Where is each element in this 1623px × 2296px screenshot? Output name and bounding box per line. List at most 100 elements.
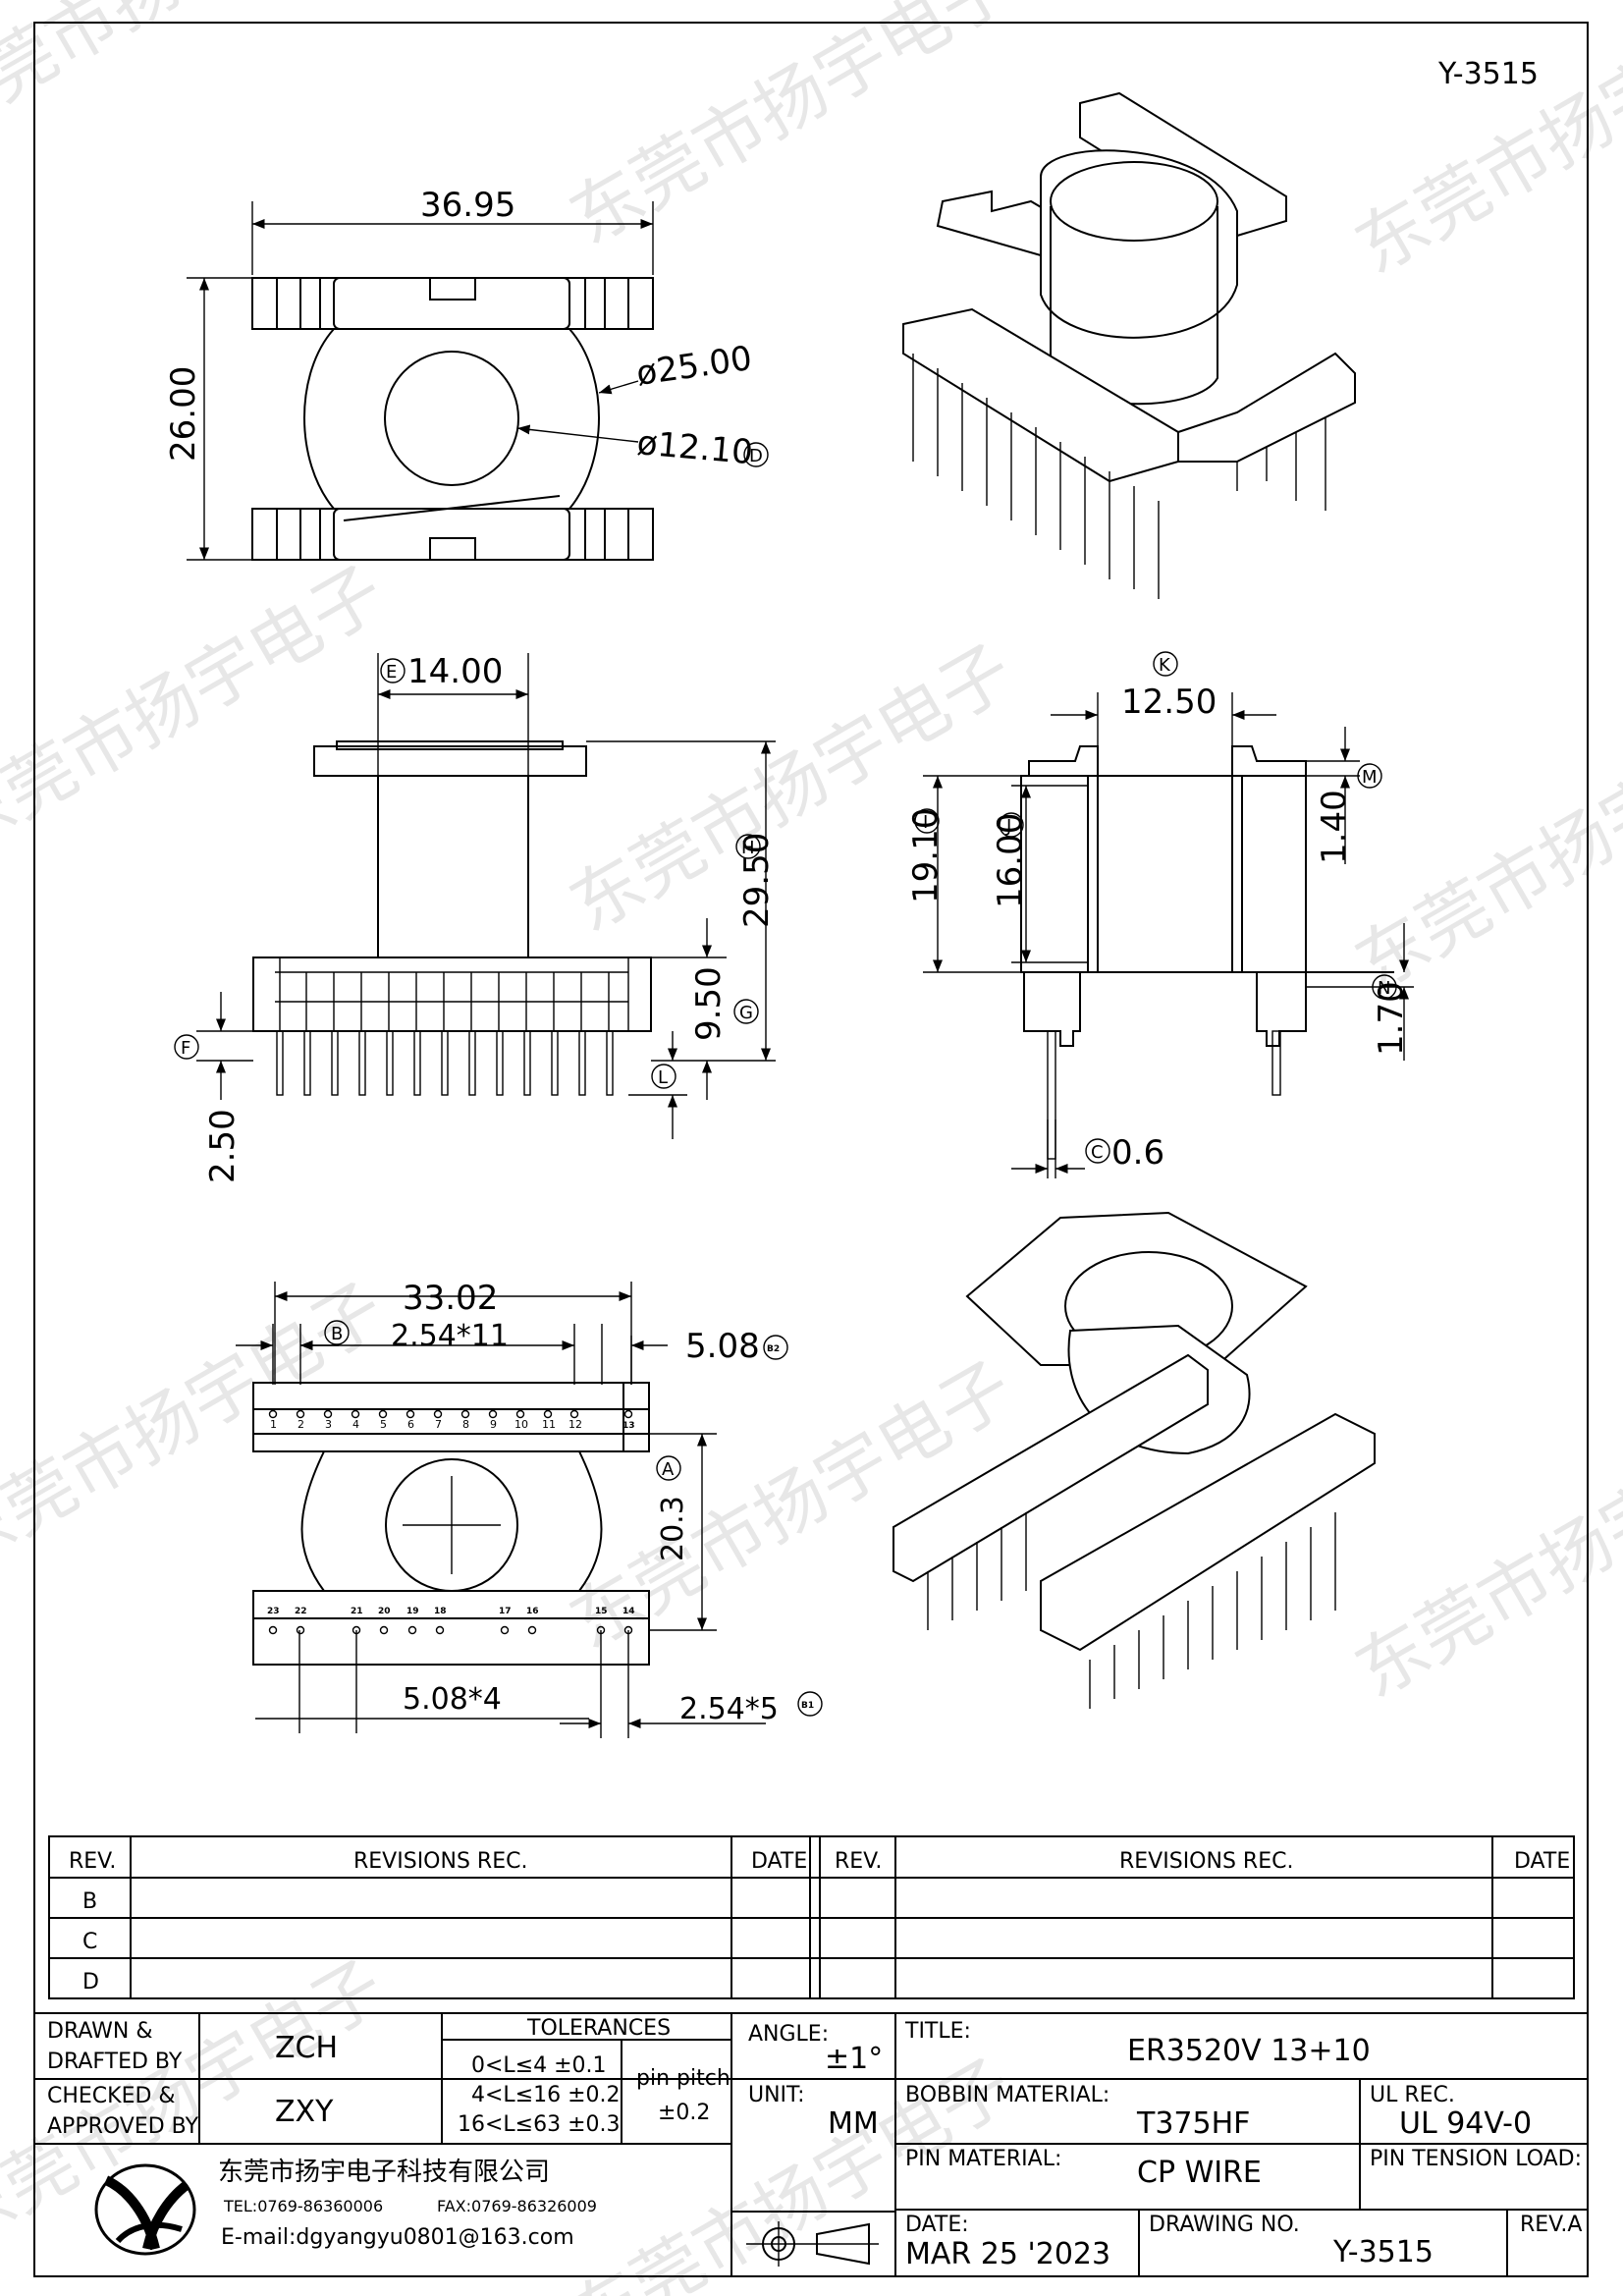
watermark-6: 东莞市扬宇电子 — [1342, 687, 1623, 1007]
tol-row-3: 16<L≤63 ±0.3 — [458, 2112, 621, 2137]
company-fax: FAX:0769-86326009 — [437, 2197, 597, 2215]
tag-i: I — [923, 812, 928, 833]
date-value: MAR 25 '2023 — [905, 2237, 1110, 2271]
dim-outer-dia: ø25.00 — [634, 339, 755, 394]
tag-f: F — [181, 1038, 190, 1059]
pin-label-top-1: 1 — [270, 1418, 277, 1431]
company-name: 东莞市扬宇电子科技有限公司 — [218, 2158, 550, 2187]
iso-view-bottom — [893, 1211, 1376, 1709]
checked-label-1: CHECKED & — [47, 2084, 176, 2108]
pin-label-top-12: 12 — [568, 1418, 582, 1431]
tag-j: J — [1005, 816, 1011, 837]
iso-view-top — [902, 91, 1356, 599]
watermark-4: 东莞市扬宇电子 — [0, 550, 398, 869]
drawing-no-value: Y-3515 — [1332, 2235, 1434, 2269]
pin-label-top-3: 3 — [325, 1418, 332, 1431]
dim-k: 12.50 — [1121, 683, 1217, 722]
pin-hole-top-6 — [406, 1409, 415, 1419]
dim-bottom-pitch: 5.08*4 — [403, 1682, 502, 1717]
pin-label-top-8: 8 — [462, 1418, 469, 1431]
front-view: E 14.00 — [174, 652, 777, 1183]
pin-label-bottom-15: 15 — [595, 1607, 608, 1616]
iso-top-pins — [912, 354, 1326, 599]
side-view: K 12.50 M 1.40 I 19.10 J 16.00 — [906, 651, 1414, 1178]
pin-hole-bottom-23 — [268, 1625, 278, 1635]
pin-pitch-label: pin pitch — [636, 2066, 730, 2091]
unit-value: MM — [828, 2106, 879, 2141]
pin-hole-bottom-20 — [379, 1625, 389, 1635]
tag-k: K — [1159, 655, 1171, 676]
tag-h: H — [741, 838, 755, 858]
pin-label-bottom-14: 14 — [622, 1607, 635, 1616]
tag-e: E — [386, 662, 397, 683]
rev-row-d: D — [82, 1970, 99, 1995]
tag-b2: B2 — [767, 1344, 780, 1354]
pin-label-bottom-19: 19 — [406, 1607, 419, 1616]
rev-header-right: REV. — [835, 1849, 882, 1874]
pin-label-top-4: 4 — [352, 1418, 359, 1431]
rec-header-left: REVISIONS REC. — [353, 1849, 527, 1874]
dim-f: 2.50 — [203, 1109, 243, 1183]
tag-d: D — [749, 446, 763, 466]
pin-label-bottom-22: 22 — [295, 1607, 307, 1616]
pin-hole-top-3 — [323, 1409, 333, 1419]
pin-label-bottom-20: 20 — [378, 1607, 391, 1616]
pin-label-bottom-17: 17 — [499, 1607, 512, 1616]
dim-n: 1.70 — [1372, 981, 1411, 1056]
date-label: DATE: — [905, 2213, 969, 2237]
dim-m: 1.40 — [1315, 790, 1354, 864]
pin-pitch-value: ±0.2 — [658, 2101, 710, 2125]
date-header-right: DATE — [1514, 1849, 1570, 1874]
rev-label: REV.A — [1520, 2213, 1582, 2237]
pin-hole-top-12 — [569, 1409, 579, 1419]
drawn-label-2: DRAFTED BY — [47, 2050, 183, 2074]
revisions-table: REV. REVISIONS REC. DATE REV. REVISIONS … — [48, 1835, 1575, 1999]
top-view: 36.95 26.00 ø25.00 ø12. — [164, 186, 769, 561]
dim-width: 36.95 — [420, 186, 515, 225]
pin-hole-top-8 — [460, 1409, 470, 1419]
watermark-9: 东莞市扬宇电子 — [1342, 1394, 1623, 1714]
pin-hole-bottom-22 — [296, 1625, 305, 1635]
dim-i: 19.10 — [906, 808, 946, 903]
pin-label-top-6: 6 — [407, 1418, 414, 1431]
drawing-no-label: DRAWING NO. — [1149, 2213, 1300, 2237]
pin-hole-top-9 — [488, 1409, 498, 1419]
bobbin-label: BOBBIN MATERIAL: — [905, 2083, 1109, 2107]
watermark-7: 东莞市扬宇电子 — [0, 1267, 398, 1586]
pin-label-bottom-16: 16 — [526, 1607, 539, 1616]
tag-a: A — [662, 1459, 675, 1480]
pin-hole-top-5 — [378, 1409, 388, 1419]
rec-header-right: REVISIONS REC. — [1119, 1849, 1293, 1874]
dim-height: 26.00 — [164, 366, 203, 462]
pin-hole-top-13 — [623, 1409, 633, 1419]
pin-hole-top-4 — [351, 1409, 360, 1419]
title-value: ER3520V 13+10 — [1127, 2034, 1371, 2068]
tol-row-1: 0<L≤4 ±0.1 — [471, 2053, 607, 2078]
pin-material-label: PIN MATERIAL: — [905, 2147, 1061, 2171]
drawn-value: ZCH — [275, 2031, 338, 2065]
iso-bottom-pins — [927, 1512, 1336, 1709]
pin-material-value: CP WIRE — [1137, 2156, 1262, 2190]
pin-hole-top-11 — [543, 1409, 553, 1419]
tag-c: C — [1091, 1142, 1104, 1163]
pin-hole-top-2 — [296, 1409, 305, 1419]
pin-label-bottom-23: 23 — [267, 1607, 280, 1616]
tag-n: N — [1378, 978, 1390, 999]
drawing-code: Y-3515 — [1437, 57, 1539, 91]
dim-g: 9.50 — [689, 966, 729, 1041]
ul-value: UL 94V-0 — [1399, 2106, 1532, 2141]
bobbin-value: T375HF — [1136, 2106, 1250, 2141]
pin-label-top-5: 5 — [380, 1418, 387, 1431]
pin-label-top-7: 7 — [435, 1418, 442, 1431]
pin-label-bottom-21: 21 — [351, 1607, 363, 1616]
pin-label-top-13: 13 — [622, 1421, 635, 1431]
pin-hole-bottom-19 — [407, 1625, 417, 1635]
unit-label: UNIT: — [748, 2083, 804, 2107]
pin-hole-top-7 — [433, 1409, 443, 1419]
title-block: DRAWN & DRAFTED BY ZCH CHECKED & APPROVE… — [33, 2012, 1589, 2277]
drawn-label-1: DRAWN & — [47, 2019, 153, 2044]
pin-hole-bottom-18 — [435, 1625, 445, 1635]
